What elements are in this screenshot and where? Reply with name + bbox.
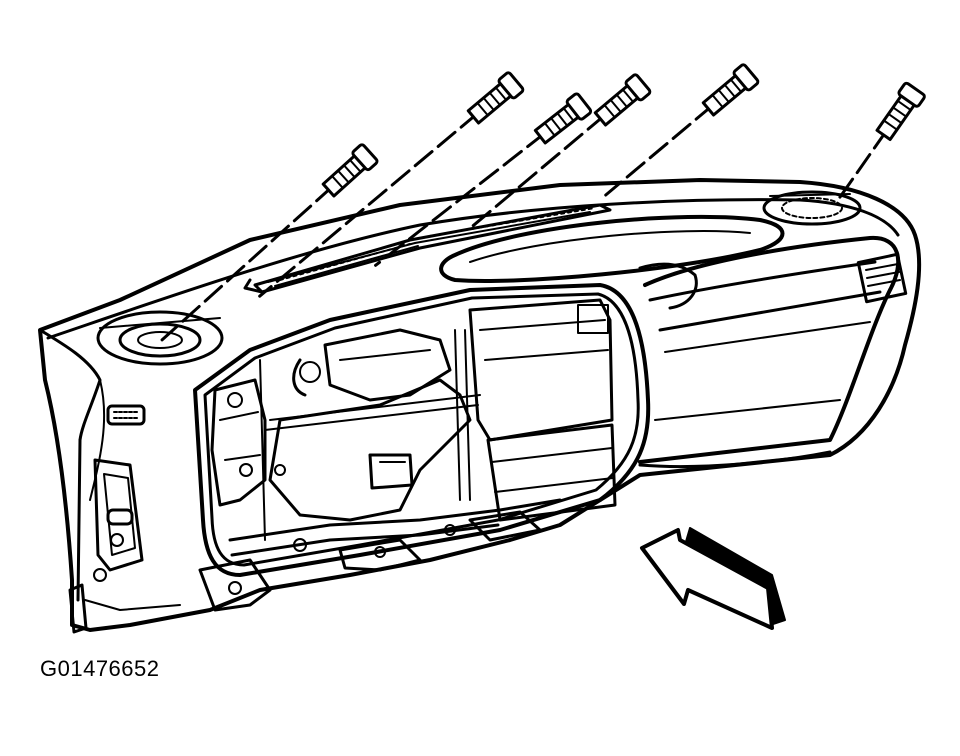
right-vent	[856, 252, 908, 304]
left-speaker	[96, 310, 224, 366]
bolt-6	[833, 81, 926, 206]
direction-arrow	[640, 527, 786, 630]
bolt-4	[465, 73, 652, 233]
internal-structure	[198, 298, 617, 612]
left-end-details	[68, 404, 181, 634]
defroster-vents	[243, 203, 612, 294]
figure-id-label: G01476652	[40, 656, 160, 681]
right-speaker	[762, 190, 862, 226]
panel-lower-edge	[638, 450, 832, 469]
glove-box-area	[638, 235, 901, 464]
instrument-panel	[38, 178, 922, 632]
panel-outline	[38, 178, 922, 632]
cluster-brow	[439, 214, 785, 283]
bolt-5	[604, 63, 760, 197]
bolt-2	[258, 71, 525, 298]
